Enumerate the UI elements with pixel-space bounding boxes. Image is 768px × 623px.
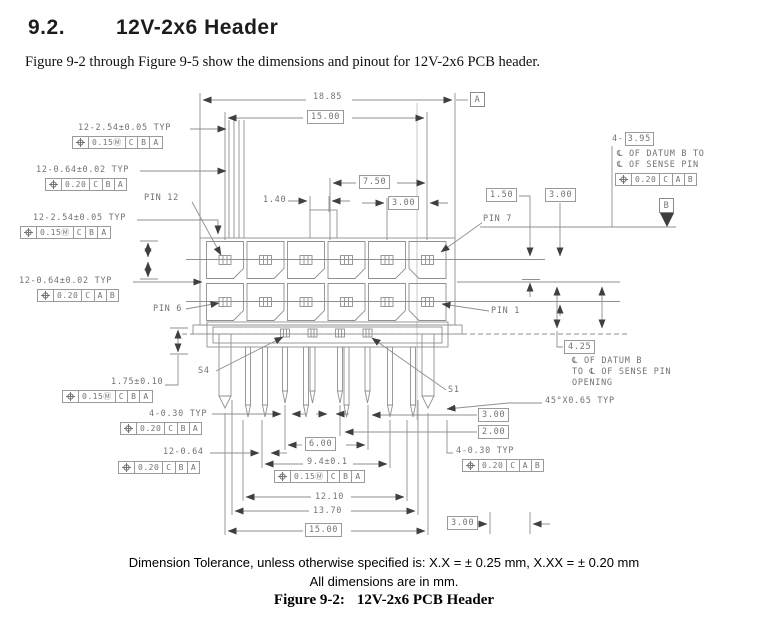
tol-label-5: 1.75±0.10: [110, 377, 165, 387]
dim-4-25-note-1: ℄ OF DATUM B: [571, 356, 644, 366]
position-tolerance-icon: [62, 390, 79, 403]
tolerance-note: Dimension Tolerance, unless otherwise sp…: [128, 555, 640, 570]
dim-row-gap: 1.50: [486, 188, 518, 202]
tol-label-9-4: 9.4±0.1: [306, 457, 349, 467]
section-number: 9.2.: [28, 16, 66, 39]
bottom-view: [192, 321, 463, 418]
position-tolerance-icon: [37, 289, 54, 302]
dim-pitch-top: 3.00: [388, 196, 420, 210]
position-tolerance-icon: [118, 461, 135, 474]
dim-1-40: 1.40: [262, 195, 288, 205]
figure-caption: Figure 9-2: 12V-2x6 PCB Header: [0, 592, 768, 609]
extension-and-center-lines: [140, 93, 628, 535]
tol-label-3: 12-2.54±0.05 TYP: [32, 213, 128, 223]
dim-13-70: 13.70: [312, 506, 344, 516]
position-tolerance-icon: [120, 422, 137, 435]
dim-pin-span-bottom: 15.00: [305, 523, 343, 537]
datum-b-note-2: ℄ OF SENSE PIN: [616, 160, 700, 170]
datum-b-note-1: ℄ OF DATUM B TO: [616, 149, 706, 159]
position-tolerance-icon: [462, 459, 479, 472]
dim-4-25-note-2: TO ℄ OF SENSE PIN: [571, 367, 673, 377]
dim-4-25: 4.25: [564, 340, 596, 354]
position-tolerance-icon: [274, 470, 291, 483]
position-tolerance-icon: [20, 226, 37, 239]
label-pin-12: PIN 12: [143, 193, 180, 203]
tol-label-7: 12-0.64: [162, 447, 205, 457]
intro-text: Figure 9-2 through Figure 9-5 show the d…: [25, 54, 540, 70]
units-note: All dimensions are in mm.: [309, 574, 459, 589]
dimension-lines: [133, 96, 676, 535]
dim-row-pitch: 3.00: [545, 188, 577, 202]
dim-4-25-note-3: OPENING: [571, 378, 614, 388]
tol-label-1: 12-2.54±0.05 TYP: [77, 123, 173, 133]
tol-label-4: 12-0.64±0.02 TYP: [18, 276, 114, 286]
label-pin-6: PIN 6: [152, 304, 184, 314]
dim-6-00: 6.00: [305, 437, 337, 451]
dim-3-00-right: 3.00: [478, 408, 510, 422]
page-title: 12V-2x6 Header: [116, 16, 279, 39]
position-tolerance-icon: [72, 136, 89, 149]
datum-flag-b: B: [659, 198, 674, 213]
dim-12-10: 12.10: [314, 492, 346, 502]
dim-3-00-bottom: 3.00: [447, 516, 479, 530]
position-tolerance-icon: [45, 178, 62, 191]
dim-pin-span-top: 15.00: [307, 110, 345, 124]
dim-overall-width: 18.85: [312, 92, 344, 102]
datum-flag-a: A: [470, 92, 485, 107]
dim-7-50: 7.50: [359, 175, 391, 189]
figure-caption-title: 12V-2x6 PCB Header: [356, 592, 495, 608]
label-s4: S4: [197, 366, 211, 376]
label-s1: S1: [447, 385, 461, 395]
position-tolerance-icon: [615, 173, 632, 186]
figure-caption-label: Figure 9-2:: [273, 592, 345, 608]
tol-label-2: 12-0.64±0.02 TYP: [35, 165, 131, 175]
dim-chamfer: 45°X0.65 TYP: [544, 396, 616, 406]
dim-sense-offset: 4- 3.95: [611, 132, 655, 146]
label-pin-7: PIN 7: [482, 214, 514, 224]
dim-2-00-right: 2.00: [478, 425, 510, 439]
label-pin-1: PIN 1: [490, 306, 522, 316]
tol-label-6: 4-0.30 TYP: [148, 409, 209, 419]
tol-label-right-bottom: 4-0.30 TYP: [455, 446, 516, 456]
